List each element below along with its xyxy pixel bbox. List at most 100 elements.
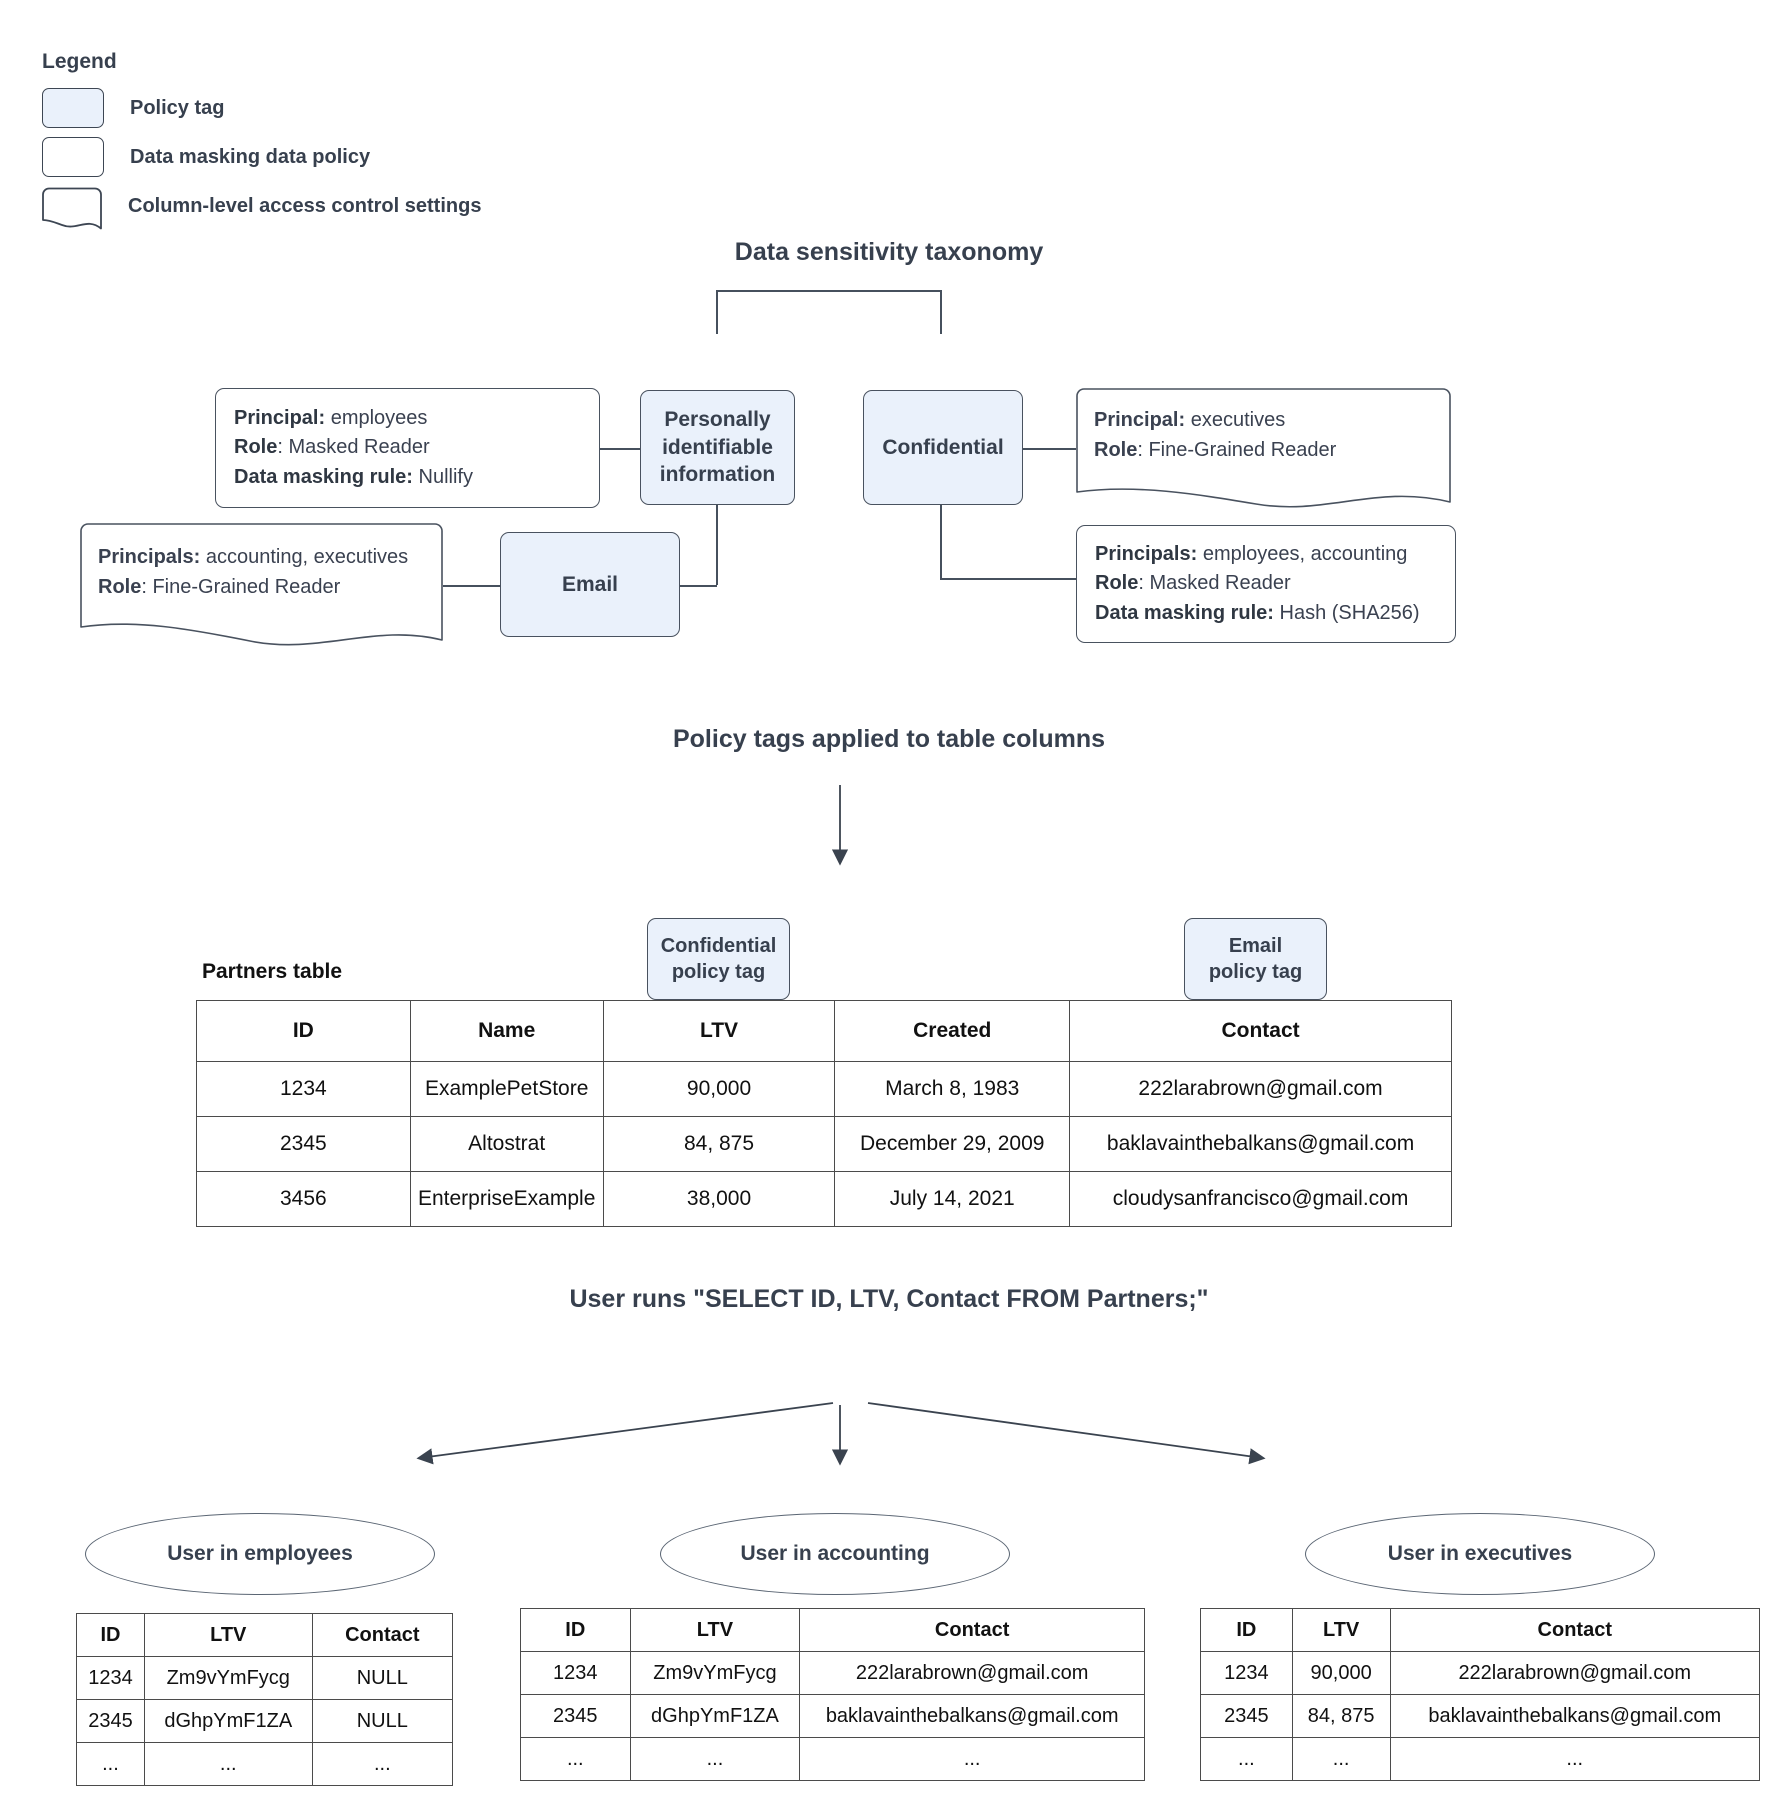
policy-principal-label: Principal: [1094,409,1186,431]
policy-role-value: : Fine-Grained Reader [141,575,341,598]
connector-confidential-access [1023,448,1076,450]
policy-line-principal: Principal: employees [234,404,581,434]
cell-contact: 222larabrown@gmail.com [1069,1061,1452,1117]
cell-contact: ... [799,1737,1145,1781]
cell-contact: baklavainthebalkans@gmail.com [799,1694,1145,1738]
policy-line-rule: Data masking rule: Nullify [234,463,581,493]
table-row: ... ... ... [1200,1737,1761,1781]
query-title: User runs "SELECT ID, LTV, Contact FROM … [569,1285,1209,1313]
partners-table-caption: Partners table [202,960,343,983]
column-header-created: Created [834,1000,1071,1062]
policy-role-label: Role [98,575,142,598]
actor-label: User in executives [1387,1542,1573,1565]
column-header-name: Name [409,1000,604,1062]
table-row: 1234 ExamplePetStore 90,000 March 8, 198… [196,1061,1452,1117]
legend-item-label: Column-level access control settings [128,194,482,217]
column-header-id: ID [76,1613,145,1657]
column-header-contact: Contact [311,1613,454,1657]
cell-contact: NULL [311,1699,454,1743]
policy-tag-swatch [42,88,104,128]
legend-item-column-access-control: Column-level access control settings [42,184,482,230]
cell-ltv: Zm9vYmFycg [143,1656,313,1700]
table-header-row: ID LTV Contact [76,1613,454,1657]
policy-principal-label: Principals: [98,546,201,568]
connector-top-bracket [716,290,941,292]
cell-contact: cloudysanfrancisco@gmail.com [1069,1171,1452,1227]
cell-id: 2345 [76,1699,145,1743]
policy-line-principal: Principals: accounting, executives [98,543,425,573]
arrow-query-to-executives [867,1402,1266,1465]
cell-id: 1234 [520,1651,631,1695]
cell-ltv: Zm9vYmFycg [629,1651,801,1695]
result-table-accounting: ID LTV Contact 1234 Zm9vYmFycg 222larabr… [520,1608,1145,1781]
legend-title: Legend [42,50,117,73]
policy-line-role: Role: Masked Reader [234,433,581,463]
policy-rule-label: Data masking rule: [234,465,413,488]
cell-created: December 29, 2009 [834,1116,1071,1172]
policy-rule-label: Data masking rule: [1095,601,1274,624]
connector-pii-down [716,505,718,585]
taxonomy-title: Data sensitivity taxonomy [734,238,1044,266]
arrow-query-to-employees [416,1402,834,1465]
connector-pii-top [716,290,718,334]
cell-id: 3456 [196,1171,411,1227]
policy-tag-pii-label: Personally identifiable information [659,407,776,487]
policy-tag-pii[interactable]: Personally identifiable information [640,390,795,505]
cell-name: ExamplePetStore [409,1061,604,1117]
policy-line-principal: Principals: employees, accounting [1095,540,1437,570]
partners-table: ID Name LTV Created Contact 1234 Example… [196,1000,1452,1227]
policy-role-label: Role [1095,572,1139,595]
table-row: 1234 Zm9vYmFycg 222larabrown@gmail.com [520,1651,1145,1695]
cell-contact: 222larabrown@gmail.com [799,1651,1145,1695]
policy-line-role: Role: Fine-Grained Reader [98,573,425,603]
cell-id: 1234 [196,1061,411,1117]
column-header-contact: Contact [799,1608,1145,1652]
cell-id: 1234 [1200,1651,1293,1695]
cell-ltv: dGhpYmF1ZA [143,1699,313,1743]
table-row: ... ... ... [520,1737,1145,1781]
column-header-ltv: LTV [143,1613,313,1657]
document-shape-icon [42,187,102,230]
cell-ltv: dGhpYmF1ZA [629,1694,801,1738]
policy-tag-confidential[interactable]: Confidential [863,390,1023,505]
legend-item-label: Data masking data policy [130,145,371,168]
cell-ltv: ... [629,1737,801,1781]
confidential-access-control-box: Principal: executives Role: Fine-Grained… [1076,388,1451,510]
cell-ltv: 84, 875 [602,1116,836,1172]
data-masking-policy-swatch [42,137,104,177]
actor-executives: User in executives [1305,1513,1655,1595]
table-row: 2345 Altostrat 84, 875 December 29, 2009… [196,1116,1452,1172]
column-header-contact: Contact [1389,1608,1761,1652]
policy-tag-confidential-label: Confidential [882,435,1004,459]
email-access-control-box: Principals: accounting, executives Role:… [80,523,443,648]
cell-name: EnterpriseExample [409,1171,604,1227]
cell-contact: baklavainthebalkans@gmail.com [1389,1694,1761,1738]
cell-ltv: ... [1291,1737,1391,1781]
column-tag-line1: Email [1228,935,1283,957]
column-tag-email[interactable]: Email policy tag [1184,918,1327,1000]
cell-id: 2345 [196,1116,411,1172]
cell-contact: NULL [311,1656,454,1700]
policy-line-principal: Principal: executives [1094,406,1433,436]
column-tag-line2: policy tag [671,961,766,983]
column-header-contact: Contact [1069,1000,1452,1062]
table-row: 1234 90,000 222larabrown@gmail.com [1200,1651,1761,1695]
policy-principal-label: Principals: [1095,542,1198,565]
legend-item-policy-tag: Policy tag [42,86,481,130]
result-table-employees: ID LTV Contact 1234 Zm9vYmFycg NULL 2345… [76,1613,454,1786]
column-header-ltv: LTV [602,1000,836,1062]
policy-role-value: : Masked Reader [277,436,430,459]
table-row: ... ... ... [76,1742,454,1786]
column-tag-confidential[interactable]: Confidential policy tag [647,918,790,1000]
policy-principal-value: accounting, executives [200,546,409,568]
policy-principal-value: executives [1185,409,1286,431]
policy-tag-email[interactable]: Email [500,532,680,637]
policy-line-role: Role: Masked Reader [1095,569,1437,599]
cell-id: ... [520,1737,631,1781]
policy-principal-value: employees [325,406,428,429]
cell-ltv: 90,000 [1291,1651,1391,1695]
cell-ltv: 84, 875 [1291,1694,1391,1738]
column-header-id: ID [1200,1608,1293,1652]
cell-name: Altostrat [409,1116,604,1172]
cell-id: ... [1200,1737,1293,1781]
